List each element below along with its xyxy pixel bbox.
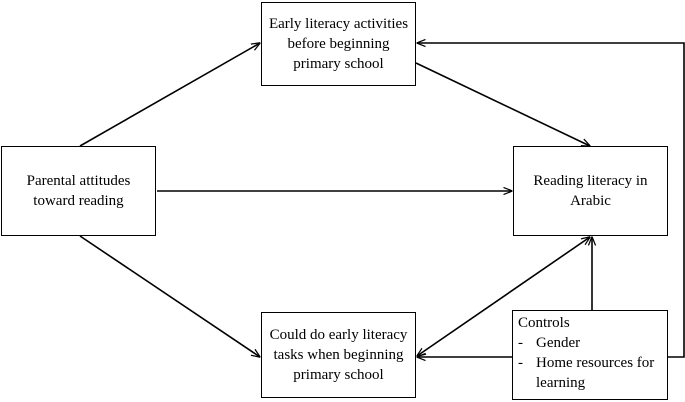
node-parental-attitudes: Parental attitudes toward reading: [1, 146, 156, 236]
node-early-literacy: Early literacy activities before beginni…: [261, 2, 416, 86]
edge-could-to-reading: [417, 237, 590, 356]
node-parental-attitudes-line-2: toward reading: [33, 193, 124, 209]
node-reading-literacy: Reading literacy in Arabic: [513, 146, 668, 236]
controls-item-bullet: -: [518, 355, 523, 371]
node-could-do-tasks-line-2: tasks when beginning: [273, 347, 404, 363]
controls-item-bullet: -: [518, 335, 523, 351]
node-early-literacy-line-3: primary school: [293, 56, 384, 72]
node-early-literacy-line-1: Early literacy activities: [268, 16, 409, 32]
edge-controls-to-early: [417, 43, 685, 358]
controls-item-home-resources: -Home resources for: [518, 353, 667, 373]
controls-item-label: Home resources for: [536, 355, 655, 371]
edge-early-to-reading: [415, 62, 590, 146]
controls-title: Controls: [518, 315, 570, 331]
node-controls: Controls -Gender -Home resources for lea…: [512, 310, 668, 400]
node-could-do-tasks-line-3: primary school: [293, 367, 384, 383]
node-early-literacy-line-2: before beginning: [287, 36, 390, 52]
edge-parental-to-early: [79, 43, 260, 147]
node-could-do-tasks-line-1: Could do early literacy: [269, 327, 408, 343]
node-reading-literacy-line-1: Reading literacy in: [533, 173, 648, 189]
controls-item-gender: -Gender: [518, 333, 667, 353]
node-parental-attitudes-line-1: Parental attitudes: [26, 173, 131, 189]
node-could-do-tasks: Could do early literacy tasks when begin…: [261, 312, 416, 398]
controls-item-label-continued: learning: [536, 375, 586, 391]
edge-parental-to-could: [79, 235, 260, 357]
controls-item-label: Gender: [536, 335, 581, 351]
node-reading-literacy-line-2: Arabic: [570, 193, 611, 209]
